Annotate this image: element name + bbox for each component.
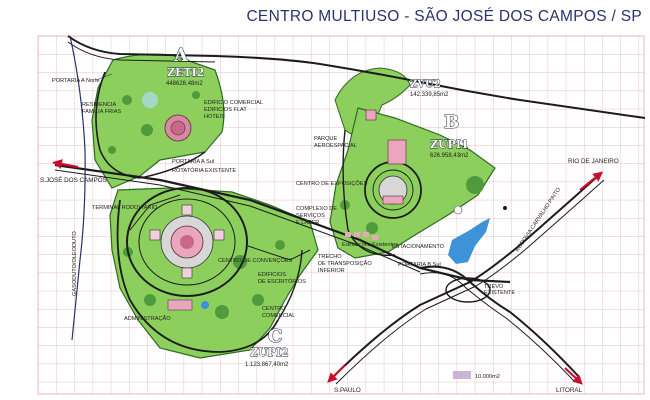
label-centro-convencoes: CENTRO DE CONVENÇÕES — [218, 257, 293, 264]
roads — [54, 35, 646, 385]
lake — [448, 218, 490, 264]
leader-portaria-a-norte — [95, 73, 113, 81]
label-rio: RIO DE JANEIRO — [568, 158, 619, 165]
label-parque-1: PARQUE — [314, 136, 337, 142]
scale-legend: 10.000m2 — [453, 371, 500, 380]
label-trecho-1: TRECHO — [318, 254, 342, 260]
label-estacionamento: ESTACIONAMENTO — [392, 244, 445, 250]
label-trecho-3: INFERIOR — [318, 268, 345, 274]
label-complexo-1: COMPLEXO DE — [296, 206, 337, 212]
label-terminal: TERMINAL RODOVIÁRIO — [92, 204, 158, 211]
label-edificios-1: EDIFICIOS — [258, 272, 286, 278]
convention-center[interactable] — [149, 204, 225, 279]
zone-b-letter: B — [444, 112, 459, 133]
page-title: CENTRO MULTIUSO - SÃO JOSÉ DOS CAMPOS / … — [246, 8, 642, 25]
zone-a-letter: A — [173, 45, 189, 66]
zone-a-area[interactable] — [91, 53, 225, 189]
label-complexo-2: SERVIÇOS — [296, 213, 325, 219]
exposition-center[interactable] — [365, 109, 408, 205]
zone-c-letter: C — [268, 326, 282, 347]
label-centro-exposicoes: CENTRO DE EXPOSIÇÕES — [296, 180, 367, 187]
label-sp: S.PAULO — [334, 387, 361, 394]
label-residencia-2: FAMILIA FRIAS — [82, 109, 121, 115]
scale-label: 10.000m2 — [475, 374, 500, 380]
highway-arrows — [52, 159, 604, 385]
zone-a-area-value: 448628,48m2 — [166, 81, 203, 87]
label-rotatoria: ROTATÓRIA EXISTENTE — [172, 167, 236, 174]
label-trecho-2: DE TRANSPOSIÇÃO — [318, 260, 372, 267]
label-gasoduto: GASODUTO/OLEODUTO — [72, 231, 78, 296]
label-administracao: ADMINISTRAÇÃO — [124, 315, 171, 322]
label-edificacoes: Edificações Existentes — [342, 242, 398, 248]
label-litoral: LITORAL — [556, 387, 583, 394]
label-residencia-1: RESIDENCIA — [82, 102, 116, 108]
label-edificio-comercial-1: EDIFICIO COMERCIAL — [204, 100, 263, 106]
zone-c-area-value: 1.123.867,40m2 — [245, 362, 289, 368]
zone-c-code: ZUPI2 — [250, 346, 289, 359]
label-portaria-a-sul: PORTARIA A Sul — [172, 159, 214, 165]
label-edificio-comercial-3: HOTEIS — [204, 114, 225, 120]
site-marker — [453, 205, 463, 215]
label-centro-comercial-1: CENTRO — [262, 306, 286, 312]
administration-building — [167, 299, 209, 311]
zone-b-code: ZUPI1 — [430, 138, 469, 151]
existing-buildings — [345, 232, 378, 240]
label-sjc: S.JOSÉ DOS CAMPOS — [40, 175, 107, 184]
label-complexo-3: E LAZER — [296, 220, 319, 226]
label-parque-2: AEROESPACIAL — [314, 143, 357, 149]
label-trevo-2: EXISTENTE — [484, 290, 515, 296]
label-portaria-a-norte: PORTARIA A Norte — [52, 78, 100, 84]
label-portaria-b-sul: PORTARIA B Sul — [398, 262, 441, 268]
zone-b-area-value: 626.958,43m2 — [430, 153, 469, 159]
dark-marker — [503, 206, 507, 210]
label-edificio-comercial-2: EDIFICIOS FLAT — [204, 107, 247, 113]
zone-zvu2-area-value: 142.339,85m2 — [410, 92, 449, 98]
zone-b-area[interactable] — [329, 107, 496, 259]
zone-a-code: ZETI2 — [167, 66, 204, 79]
zone-zvu2-code: ZVU2 — [410, 79, 441, 90]
label-edificios-2: DE ESCRITÓRIOS — [258, 278, 306, 285]
label-trevo-1: TREVO — [484, 284, 504, 290]
scale-swatch — [453, 371, 471, 379]
label-centro-comercial-2: COMERCIAL — [262, 313, 295, 319]
zone-c-area[interactable] — [109, 187, 319, 359]
